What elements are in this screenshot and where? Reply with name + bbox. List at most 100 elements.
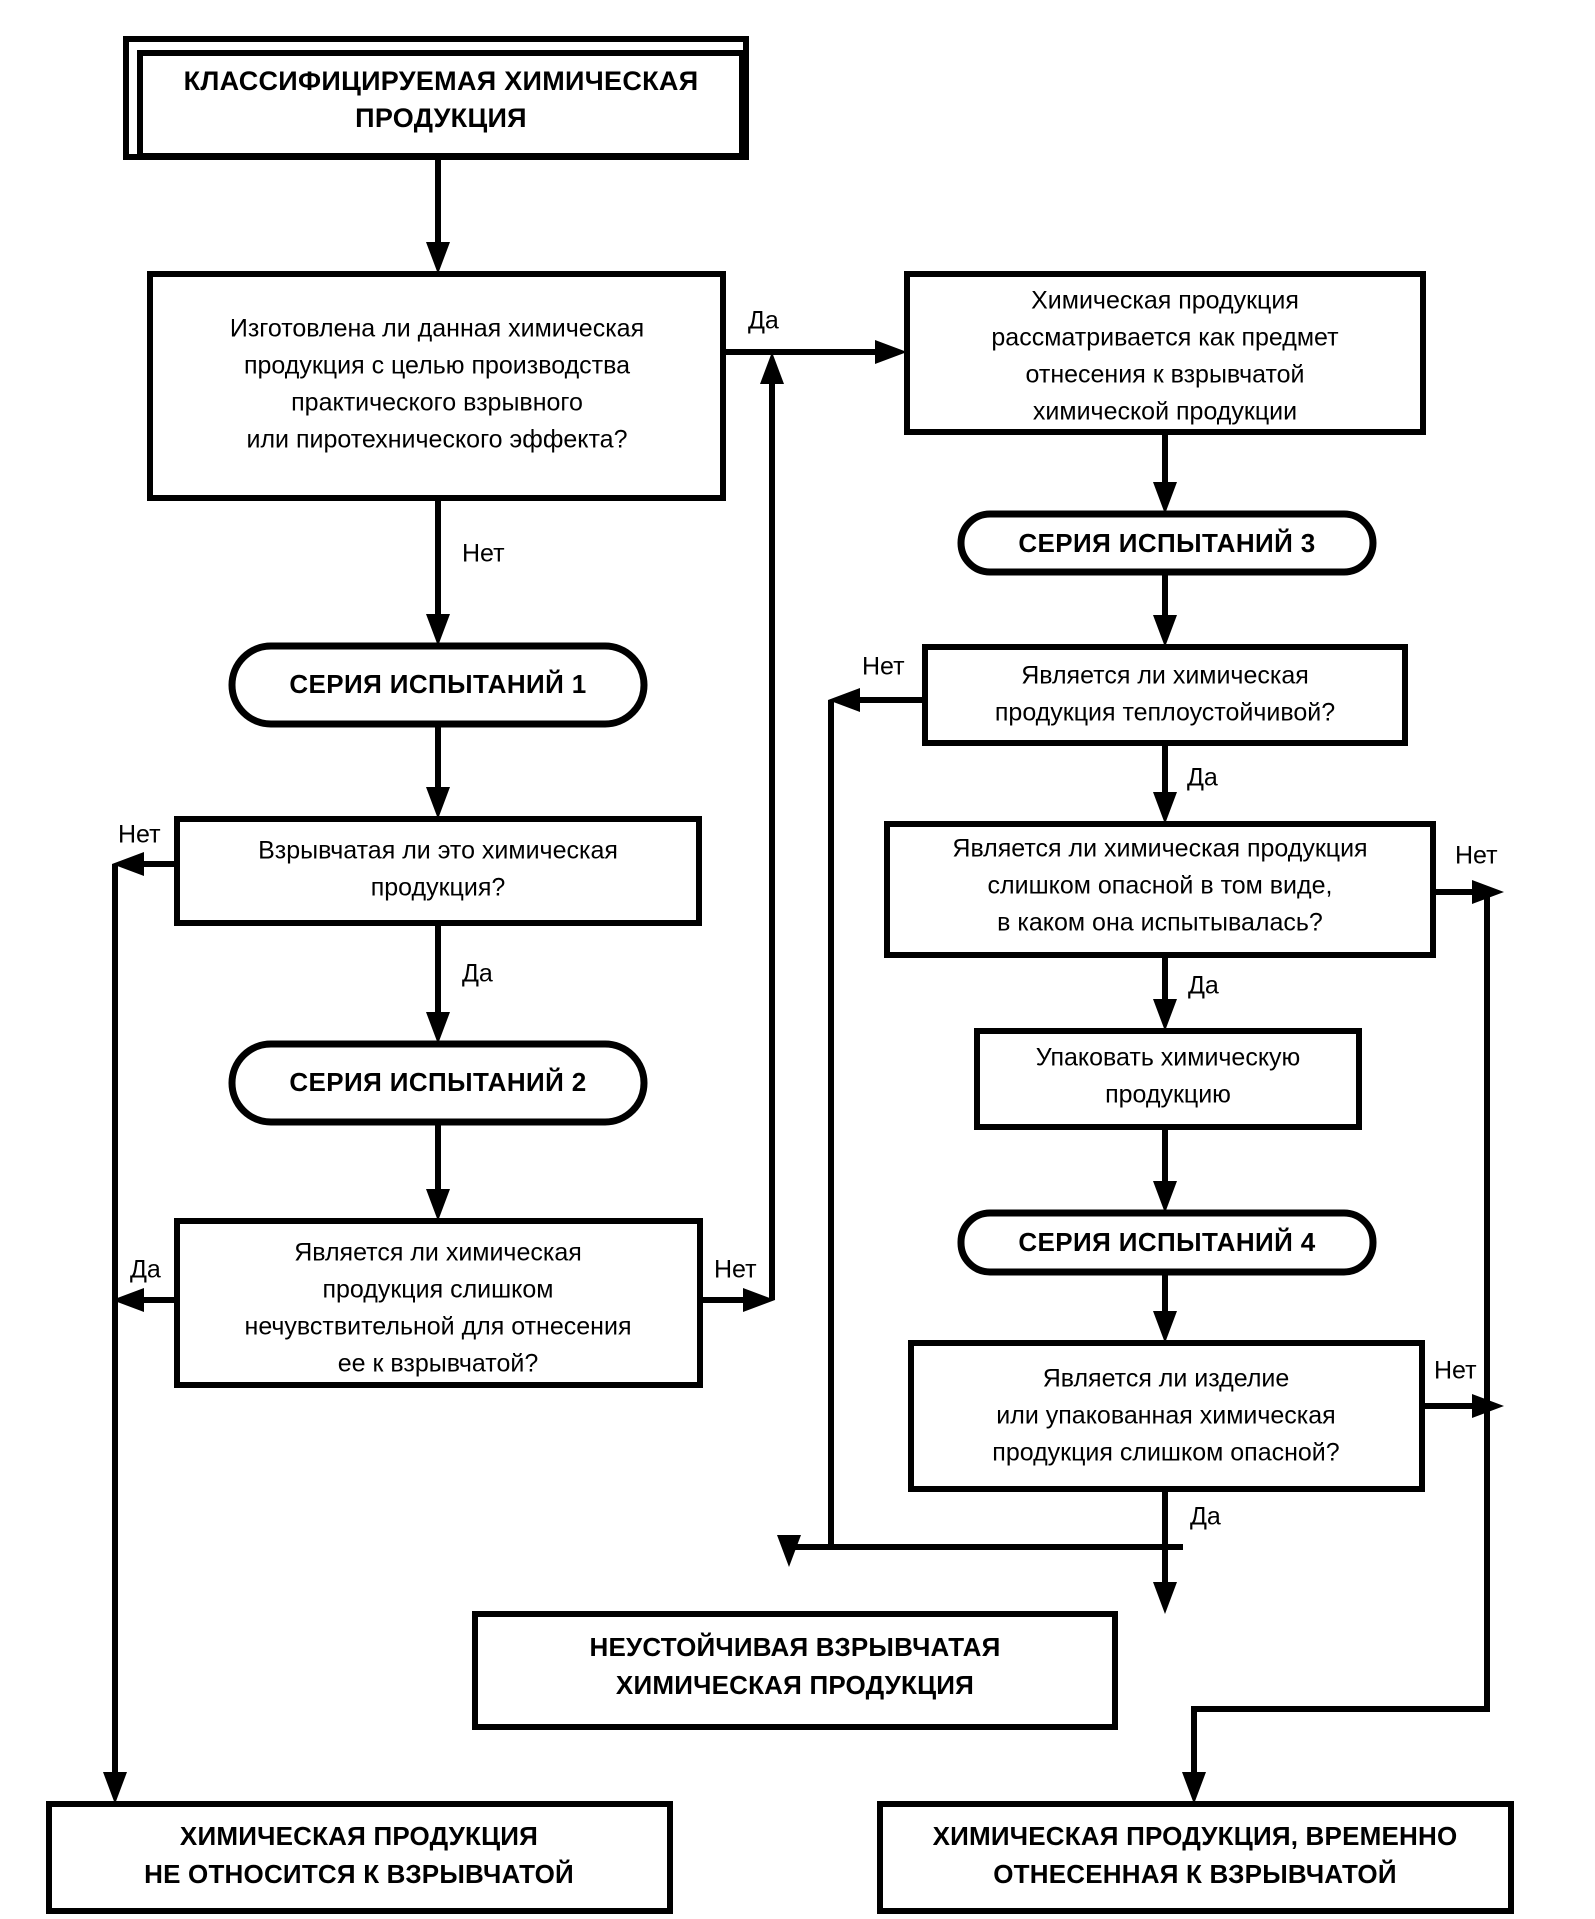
- start-inner-border: [137, 50, 745, 159]
- q-too-insensitive-box: [174, 1218, 703, 1388]
- label-is-explosive-no: Нет: [118, 821, 161, 849]
- considered-explosive-line-1: Химическая продукция: [1031, 287, 1299, 315]
- edge-rail-right-down: [1191, 892, 1490, 1785]
- q-manufactured-line-4: или пиротехнического эффекта?: [247, 426, 628, 454]
- label-manufactured-no: Нет: [462, 540, 505, 568]
- considered-explosive-line-3: отнесения к взрывчатой: [1026, 361, 1305, 389]
- result-temporarily-explosive-line-2: ОТНЕСЕННАЯ К ВЗРЫВЧАТОЙ: [993, 1859, 1396, 1889]
- q-too-dangerous-line-2: слишком опасной в том виде,: [988, 872, 1333, 900]
- arrowhead-insensitive-no-riser: [760, 352, 784, 384]
- test-series-1-label: СЕРИЯ ИСПЫТАНИЙ 1: [289, 669, 586, 699]
- q-too-insensitive-line-1: Является ли химическая: [294, 1239, 582, 1267]
- q-heat-stable-line-2: продукция теплоустойчивой?: [995, 699, 1335, 727]
- label-heat-no: Нет: [862, 653, 905, 681]
- edge-labels: Да Нет Нет Да Нет Да Нет Да Нет Да Да Не…: [118, 307, 1498, 1531]
- node-q-too-insensitive: Является ли химическая продукция слишком…: [174, 1218, 703, 1388]
- result-not-explosive-line-2: НЕ ОТНОСИТСЯ К ВЗРЫВЧАТОЙ: [144, 1859, 574, 1889]
- arrowhead-heat-yes: [1153, 792, 1177, 824]
- arrowhead-insensitive-yes: [112, 1288, 144, 1312]
- node-result-temporarily-explosive: ХИМИЧЕСКАЯ ПРОДУКЦИЯ, ВРЕМЕННО ОТНЕСЕННА…: [877, 1801, 1514, 1914]
- q-manufactured-line-2: продукция с целью производства: [244, 352, 630, 380]
- result-temporarily-explosive-box: [877, 1801, 1514, 1914]
- arrowhead-article-yes: [1153, 1582, 1177, 1614]
- package-product-line-2: продукцию: [1105, 1081, 1231, 1109]
- q-article-line-1: Является ли изделие: [1043, 1365, 1290, 1393]
- considered-explosive-line-2: рассматривается как предмет: [991, 324, 1339, 352]
- node-considered-explosive: Химическая продукция рассматривается как…: [904, 271, 1426, 435]
- arrowhead-tooDangerous-yes: [1153, 999, 1177, 1031]
- arrowhead-rail-right-down: [1182, 1772, 1206, 1804]
- arrowhead-package-to-ts4: [1153, 1181, 1177, 1213]
- test-series-2-pill: [228, 1040, 648, 1126]
- q-too-dangerous-line-3: в каком она испытывалась?: [997, 909, 1323, 937]
- result-unstable-box: [472, 1611, 1118, 1730]
- node-start: КЛАССИФИЦИРУЕМАЯ ХИМИЧЕСКАЯ ПРОДУКЦИЯ: [123, 36, 749, 160]
- result-unstable-line-2: ХИМИЧЕСКАЯ ПРОДУКЦИЯ: [616, 1670, 974, 1700]
- q-too-insensitive-line-3: нечувствительной для отнесения: [245, 1313, 632, 1341]
- label-article-no: Нет: [1434, 1357, 1477, 1385]
- label-tooDangerous-no: Нет: [1455, 842, 1498, 870]
- test-series-4-label: СЕРИЯ ИСПЫТАНИЙ 4: [1018, 1227, 1315, 1257]
- arrowhead-considered-to-ts3: [1153, 482, 1177, 514]
- label-heat-yes: Да: [1187, 764, 1218, 792]
- package-product-line-1: Упаковать химическую: [1036, 1044, 1301, 1072]
- q-is-explosive-line-2: продукция?: [371, 874, 506, 902]
- node-test-series-1: СЕРИЯ ИСПЫТАНИЙ 1: [228, 642, 648, 728]
- arrowhead-ts1-to-isexplosive: [426, 787, 450, 819]
- q-article-line-3: продукция слишком опасной?: [992, 1439, 1339, 1467]
- start-line-2: ПРОДУКЦИЯ: [355, 103, 527, 133]
- arrowhead-heat-no-drop: [777, 1535, 801, 1567]
- q-heat-stable-box: [922, 644, 1408, 746]
- node-test-series-4: СЕРИЯ ИСПЫТАНИЙ 4: [957, 1209, 1377, 1276]
- result-unstable-line-1: НЕУСТОЙЧИВАЯ ВЗРЫВЧАТАЯ: [589, 1632, 1000, 1662]
- arrowhead-rail-left-down: [103, 1772, 127, 1804]
- label-manufactured-yes: Да: [748, 307, 779, 335]
- test-series-1-pill: [228, 642, 648, 728]
- result-temporarily-explosive-line-1: ХИМИЧЕСКАЯ ПРОДУКЦИЯ, ВРЕМЕННО: [933, 1821, 1458, 1851]
- node-package-product: Упаковать химическую продукцию: [974, 1028, 1362, 1130]
- node-test-series-2: СЕРИЯ ИСПЫТАНИЙ 2: [228, 1040, 648, 1126]
- label-article-yes: Да: [1190, 1503, 1221, 1531]
- result-not-explosive-box: [46, 1801, 673, 1914]
- test-series-3-label: СЕРИЯ ИСПЫТАНИЙ 3: [1018, 528, 1315, 558]
- label-insensitive-no: Нет: [714, 1256, 757, 1284]
- q-is-explosive-box: [174, 816, 702, 926]
- node-result-unstable: НЕУСТОЙЧИВАЯ ВЗРЫВЧАТАЯ ХИМИЧЕСКАЯ ПРОДУ…: [472, 1611, 1118, 1730]
- label-insensitive-yes: Да: [130, 1256, 161, 1284]
- arrowhead-ts3-to-heat: [1153, 615, 1177, 647]
- arrowhead-isexplosive-no: [112, 852, 144, 876]
- considered-explosive-line-4: химической продукции: [1033, 398, 1297, 426]
- arrowhead-isexplosive-yes: [426, 1012, 450, 1044]
- connectors: [103, 158, 1504, 1804]
- node-q-manufactured: Изготовлена ли данная химическая продукц…: [147, 271, 726, 501]
- q-too-dangerous-box: [884, 821, 1436, 958]
- q-too-insensitive-line-4: ее к взрывчатой?: [338, 1350, 538, 1378]
- node-q-heat-stable: Является ли химическая продукция теплоус…: [922, 644, 1408, 746]
- node-test-series-3: СЕРИЯ ИСПЫТАНИЙ 3: [957, 510, 1377, 576]
- arrowhead-manufactured-yes: [875, 340, 907, 364]
- arrowhead-heat-no: [828, 688, 860, 712]
- arrowhead-ts4-to-article: [1153, 1311, 1177, 1343]
- q-manufactured-line-3: практического взрывного: [291, 389, 583, 417]
- node-result-not-explosive: ХИМИЧЕСКАЯ ПРОДУКЦИЯ НЕ ОТНОСИТСЯ К ВЗРЫ…: [46, 1801, 673, 1914]
- arrowhead-manufactured-no: [426, 614, 450, 646]
- result-not-explosive-line-1: ХИМИЧЕСКАЯ ПРОДУКЦИЯ: [180, 1821, 538, 1851]
- q-heat-stable-line-1: Является ли химическая: [1021, 662, 1309, 690]
- start-line-1: КЛАССИФИЦИРУЕМАЯ ХИМИЧЕСКАЯ: [184, 66, 699, 96]
- label-tooDangerous-yes: Да: [1188, 972, 1219, 1000]
- label-is-explosive-yes: Да: [462, 960, 493, 988]
- q-too-insensitive-line-2: продукция слишком: [322, 1276, 553, 1304]
- test-series-2-label: СЕРИЯ ИСПЫТАНИЙ 2: [289, 1067, 586, 1097]
- considered-explosive-box: [904, 271, 1426, 435]
- arrowhead-start-to-manufactured: [426, 242, 450, 274]
- q-manufactured-box: [147, 271, 726, 501]
- q-is-explosive-line-1: Взрывчатая ли это химическая: [258, 837, 618, 865]
- node-q-too-dangerous-as-tested: Является ли химическая продукция слишком…: [884, 821, 1436, 958]
- node-q-is-explosive: Взрывчатая ли это химическая продукция?: [174, 816, 702, 926]
- edge-article-yes: [1162, 1489, 1183, 1550]
- arrowhead-insensitive-no: [743, 1288, 775, 1312]
- arrowhead-ts2-to-insensitive: [426, 1189, 450, 1221]
- test-series-4-pill: [957, 1209, 1377, 1276]
